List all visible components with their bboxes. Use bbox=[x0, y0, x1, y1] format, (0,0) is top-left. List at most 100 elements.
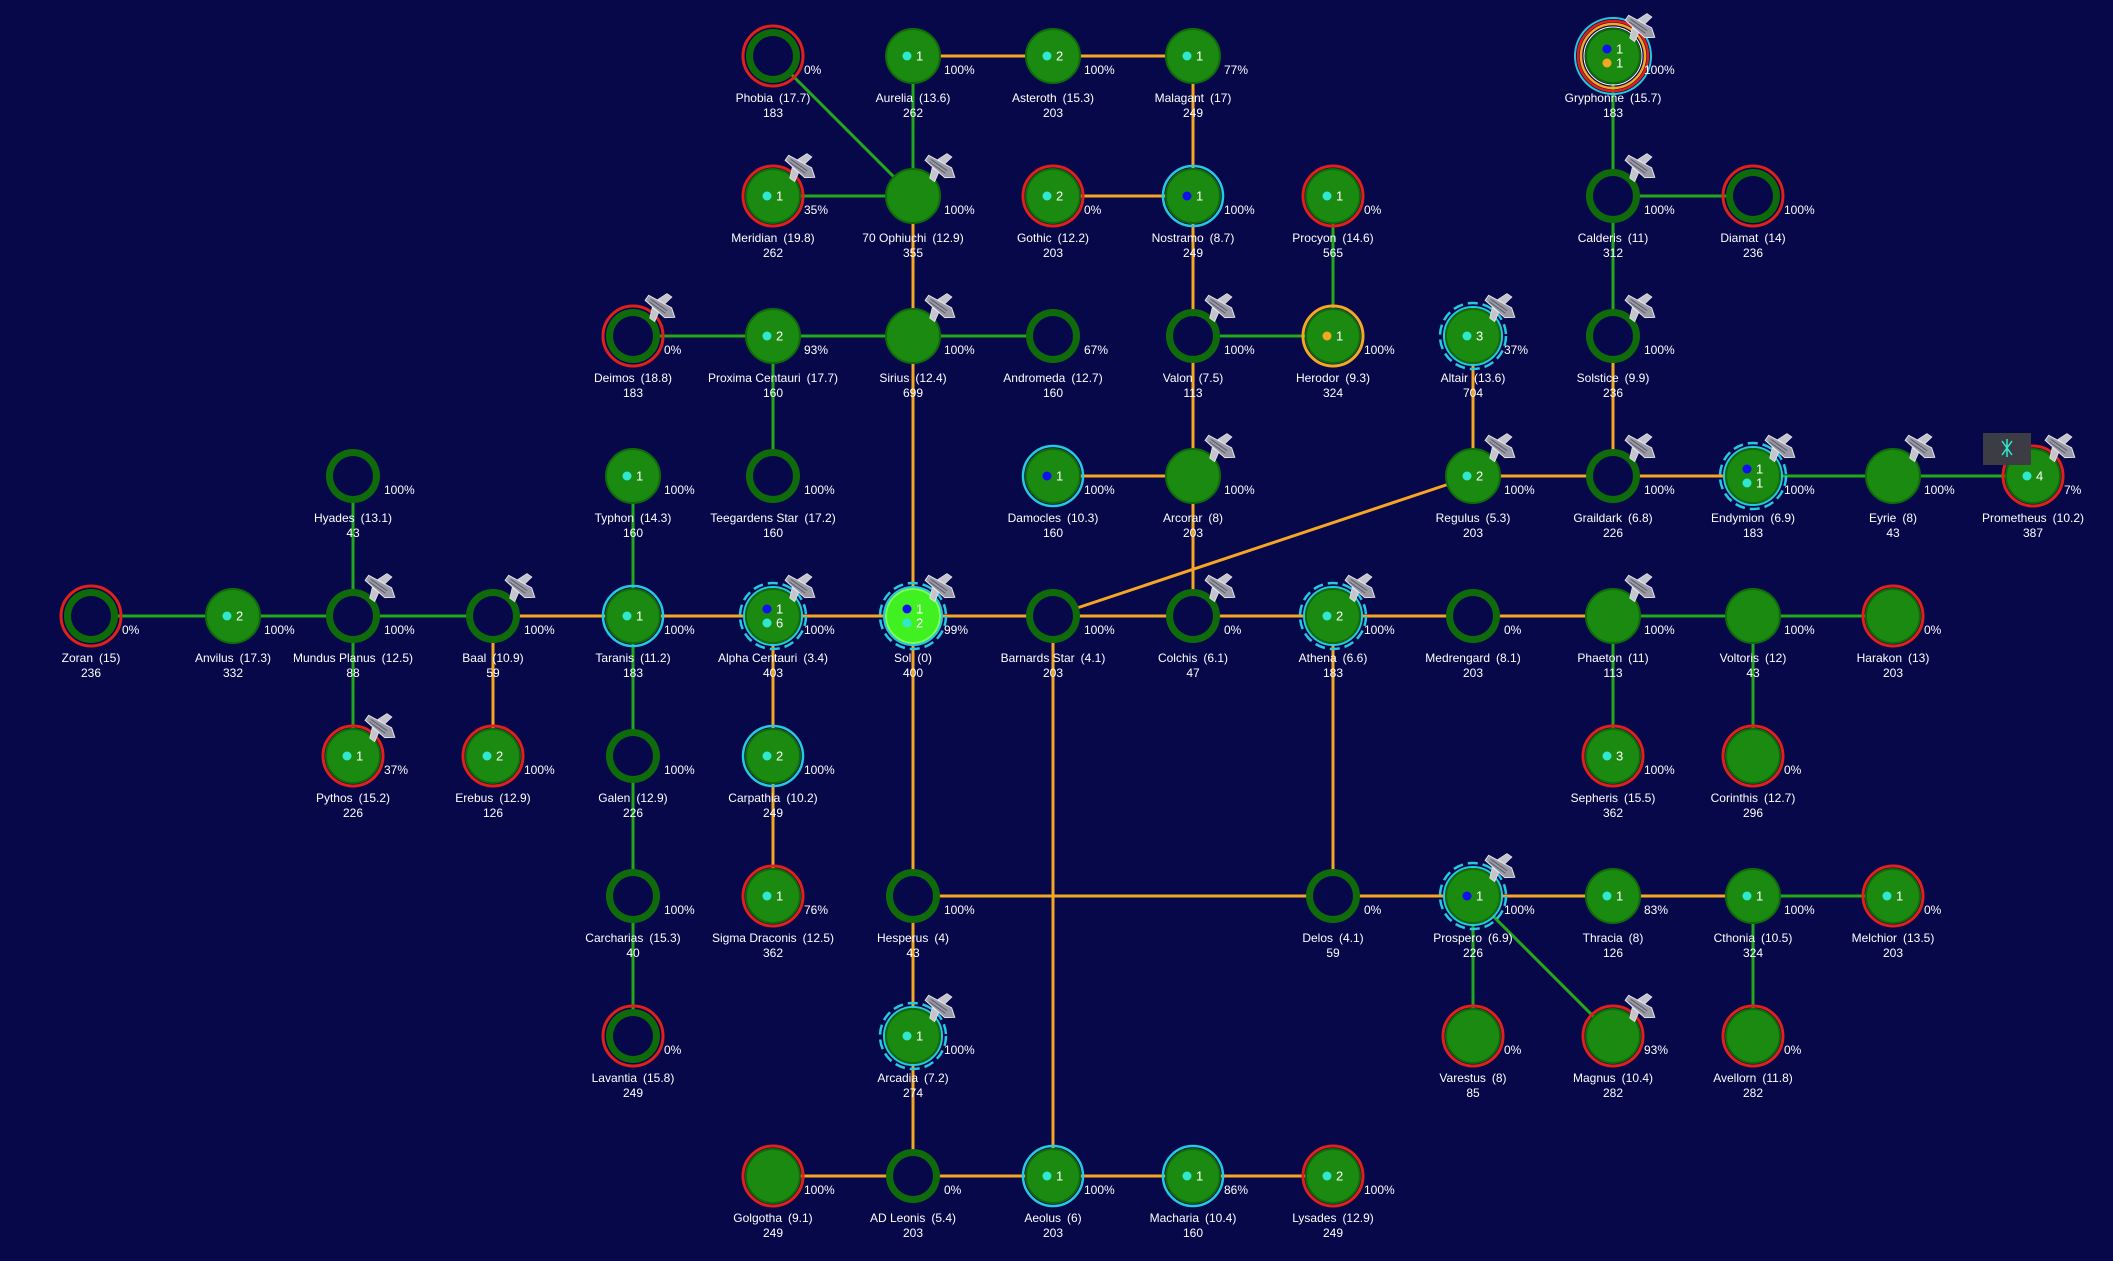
star-population: 226 bbox=[1603, 526, 1623, 540]
star-thracia[interactable]: 183%Thracia(8)126 bbox=[1583, 868, 1669, 960]
fleet-ship-icon[interactable] bbox=[1198, 426, 1243, 470]
star-varestus[interactable]: 0%Varestus(8)85 bbox=[1439, 1004, 1522, 1100]
star-pythos[interactable]: 137%Pythos(15.2)226 bbox=[316, 706, 408, 820]
fleet-ship-icon[interactable] bbox=[918, 146, 963, 190]
fleet-ship-icon[interactable] bbox=[1478, 426, 1523, 470]
star-hesperus[interactable]: 100%Hesperus(4)43 bbox=[877, 869, 975, 960]
star-corinthis[interactable]: 0%Corinthis(12.7)296 bbox=[1711, 724, 1802, 820]
fleet-ship-icon[interactable] bbox=[638, 286, 683, 330]
fleet-ship-icon[interactable] bbox=[918, 286, 963, 330]
star-gothic[interactable]: 20%Gothic(12.2)203 bbox=[1017, 164, 1102, 260]
fleet-dot bbox=[1182, 1171, 1192, 1181]
star-voltoris[interactable]: 100%Voltoris(12)43 bbox=[1720, 588, 1815, 680]
star-medrengard[interactable]: 0%Medrengard(8.1)203 bbox=[1425, 589, 1522, 680]
fleet-ship-icon[interactable] bbox=[1618, 986, 1663, 1030]
fleet-ship-icon[interactable] bbox=[1478, 286, 1523, 330]
star-diamat[interactable]: 100%Diamat(14)236 bbox=[1720, 164, 1815, 260]
star-meridian[interactable]: 135%Meridian(19.8)262 bbox=[731, 146, 828, 260]
star-malagant[interactable]: 177%Malagant(17)249 bbox=[1155, 28, 1249, 120]
fleet-ship-icon[interactable] bbox=[778, 146, 823, 190]
star-lavantia[interactable]: 0%Lavantia(15.8)249 bbox=[592, 1004, 682, 1100]
star-prometheus[interactable]: 47%Prometheus(10.2)387 bbox=[1982, 426, 2084, 540]
fleet-ship-icon[interactable] bbox=[1478, 846, 1523, 890]
fleet-count: 1 bbox=[1196, 189, 1203, 204]
star-solstice[interactable]: 100%Solstice(9.9)236 bbox=[1577, 286, 1675, 400]
fleet-ship-icon[interactable] bbox=[1618, 286, 1663, 330]
fleet-ship-icon[interactable] bbox=[778, 566, 823, 610]
star-galen[interactable]: 100%Galen(12.9)226 bbox=[598, 729, 695, 820]
fleet-ship-icon[interactable] bbox=[918, 566, 963, 610]
star-eyrie[interactable]: 100%Eyrie(8)43 bbox=[1865, 426, 1955, 540]
star-deimos[interactable]: 0%Deimos(18.8)183 bbox=[594, 286, 683, 400]
fleet-ship-icon[interactable] bbox=[1618, 566, 1663, 610]
star-magnus[interactable]: 93%Magnus(10.4)282 bbox=[1573, 986, 1668, 1100]
star-proxima[interactable]: 293%Proxima Centauri(17.7)160 bbox=[708, 308, 838, 400]
star-mundus[interactable]: 100%Mundus Planus(12.5)88 bbox=[293, 566, 415, 680]
fleet-ship-icon[interactable] bbox=[1758, 426, 1803, 470]
star-carcharias[interactable]: 100%Carcharias(15.3)40 bbox=[585, 869, 695, 960]
star-melchior[interactable]: 10%Melchior(13.5)203 bbox=[1852, 864, 1942, 960]
star-macharia[interactable]: 186%Macharia(10.4)160 bbox=[1150, 1144, 1249, 1240]
star-teegardens[interactable]: 100%Teegardens Star(17.2)160 bbox=[710, 449, 836, 540]
star-sirius[interactable]: 100%Sirius(12.4)699 bbox=[879, 286, 975, 400]
fleet-ship-icon[interactable] bbox=[1898, 426, 1943, 470]
star-core-empty bbox=[333, 456, 373, 496]
star-name: Alpha Centauri bbox=[718, 651, 797, 665]
fleet-ship-icon[interactable] bbox=[1198, 566, 1243, 610]
star-golgotha[interactable]: 100%Golgotha(9.1)249 bbox=[733, 1144, 835, 1240]
fleet-ship-icon[interactable] bbox=[358, 566, 403, 610]
star-colchis[interactable]: 0%Colchis(6.1)47 bbox=[1158, 566, 1243, 680]
star-barnards[interactable]: 100%Barnards Star(4.1)203 bbox=[1001, 589, 1115, 680]
star-zoran[interactable]: 0%Zoran(15)236 bbox=[59, 584, 140, 680]
star-ophiuchi[interactable]: 100%70 Ophiuchi(12.9)355 bbox=[862, 146, 975, 260]
star-valon[interactable]: 100%Valon(7.5)113 bbox=[1163, 286, 1255, 400]
star-avellorn[interactable]: 0%Avellorn(11.8)282 bbox=[1713, 1004, 1802, 1100]
star-phobia[interactable]: 0%Phobia(17.7)183 bbox=[736, 24, 822, 120]
fleet-ship-icon[interactable] bbox=[2038, 426, 2083, 470]
star-procyon[interactable]: 10%Procyon(14.6)565 bbox=[1292, 164, 1382, 260]
star-calderis[interactable]: 100%Calderis(11)312 bbox=[1578, 146, 1675, 260]
star-phaeton[interactable]: 100%Phaeton(11)113 bbox=[1577, 566, 1675, 680]
star-baal[interactable]: 100%Baal(10.9)59 bbox=[462, 566, 555, 680]
fleet-ship-icon[interactable] bbox=[1618, 146, 1663, 190]
star-sigma[interactable]: 176%Sigma Draconis(12.5)362 bbox=[712, 864, 834, 960]
fleet-ship-icon[interactable] bbox=[918, 986, 963, 1030]
star-harakon[interactable]: 0%Harakon(13)203 bbox=[1857, 584, 1942, 680]
fleet-ship-icon[interactable] bbox=[1338, 566, 1383, 610]
fleet-ship-icon[interactable] bbox=[1618, 426, 1663, 470]
star-delos[interactable]: 0%Delos(4.1)59 bbox=[1302, 869, 1382, 960]
fleet-ship-icon[interactable] bbox=[1198, 286, 1243, 330]
star-graildark[interactable]: 100%Graildark(6.8)226 bbox=[1573, 426, 1675, 540]
star-arcorar[interactable]: 100%Arcorar(8)203 bbox=[1163, 426, 1255, 540]
star-altair[interactable]: 337%Altair(13.6)704 bbox=[1438, 286, 1528, 400]
star-body bbox=[1585, 1008, 1641, 1064]
star-adleonis[interactable]: 0%AD Leonis(5.4)203 bbox=[870, 1149, 962, 1240]
star-andromeda[interactable]: 67%Andromeda(12.7)160 bbox=[1003, 309, 1108, 400]
fleet-ship-icon[interactable] bbox=[498, 566, 543, 610]
fleet-ship-icon[interactable] bbox=[1618, 6, 1663, 50]
star-hyades[interactable]: 100%Hyades(13.1)43 bbox=[314, 449, 415, 540]
fleet-ship-icon[interactable] bbox=[358, 706, 403, 750]
